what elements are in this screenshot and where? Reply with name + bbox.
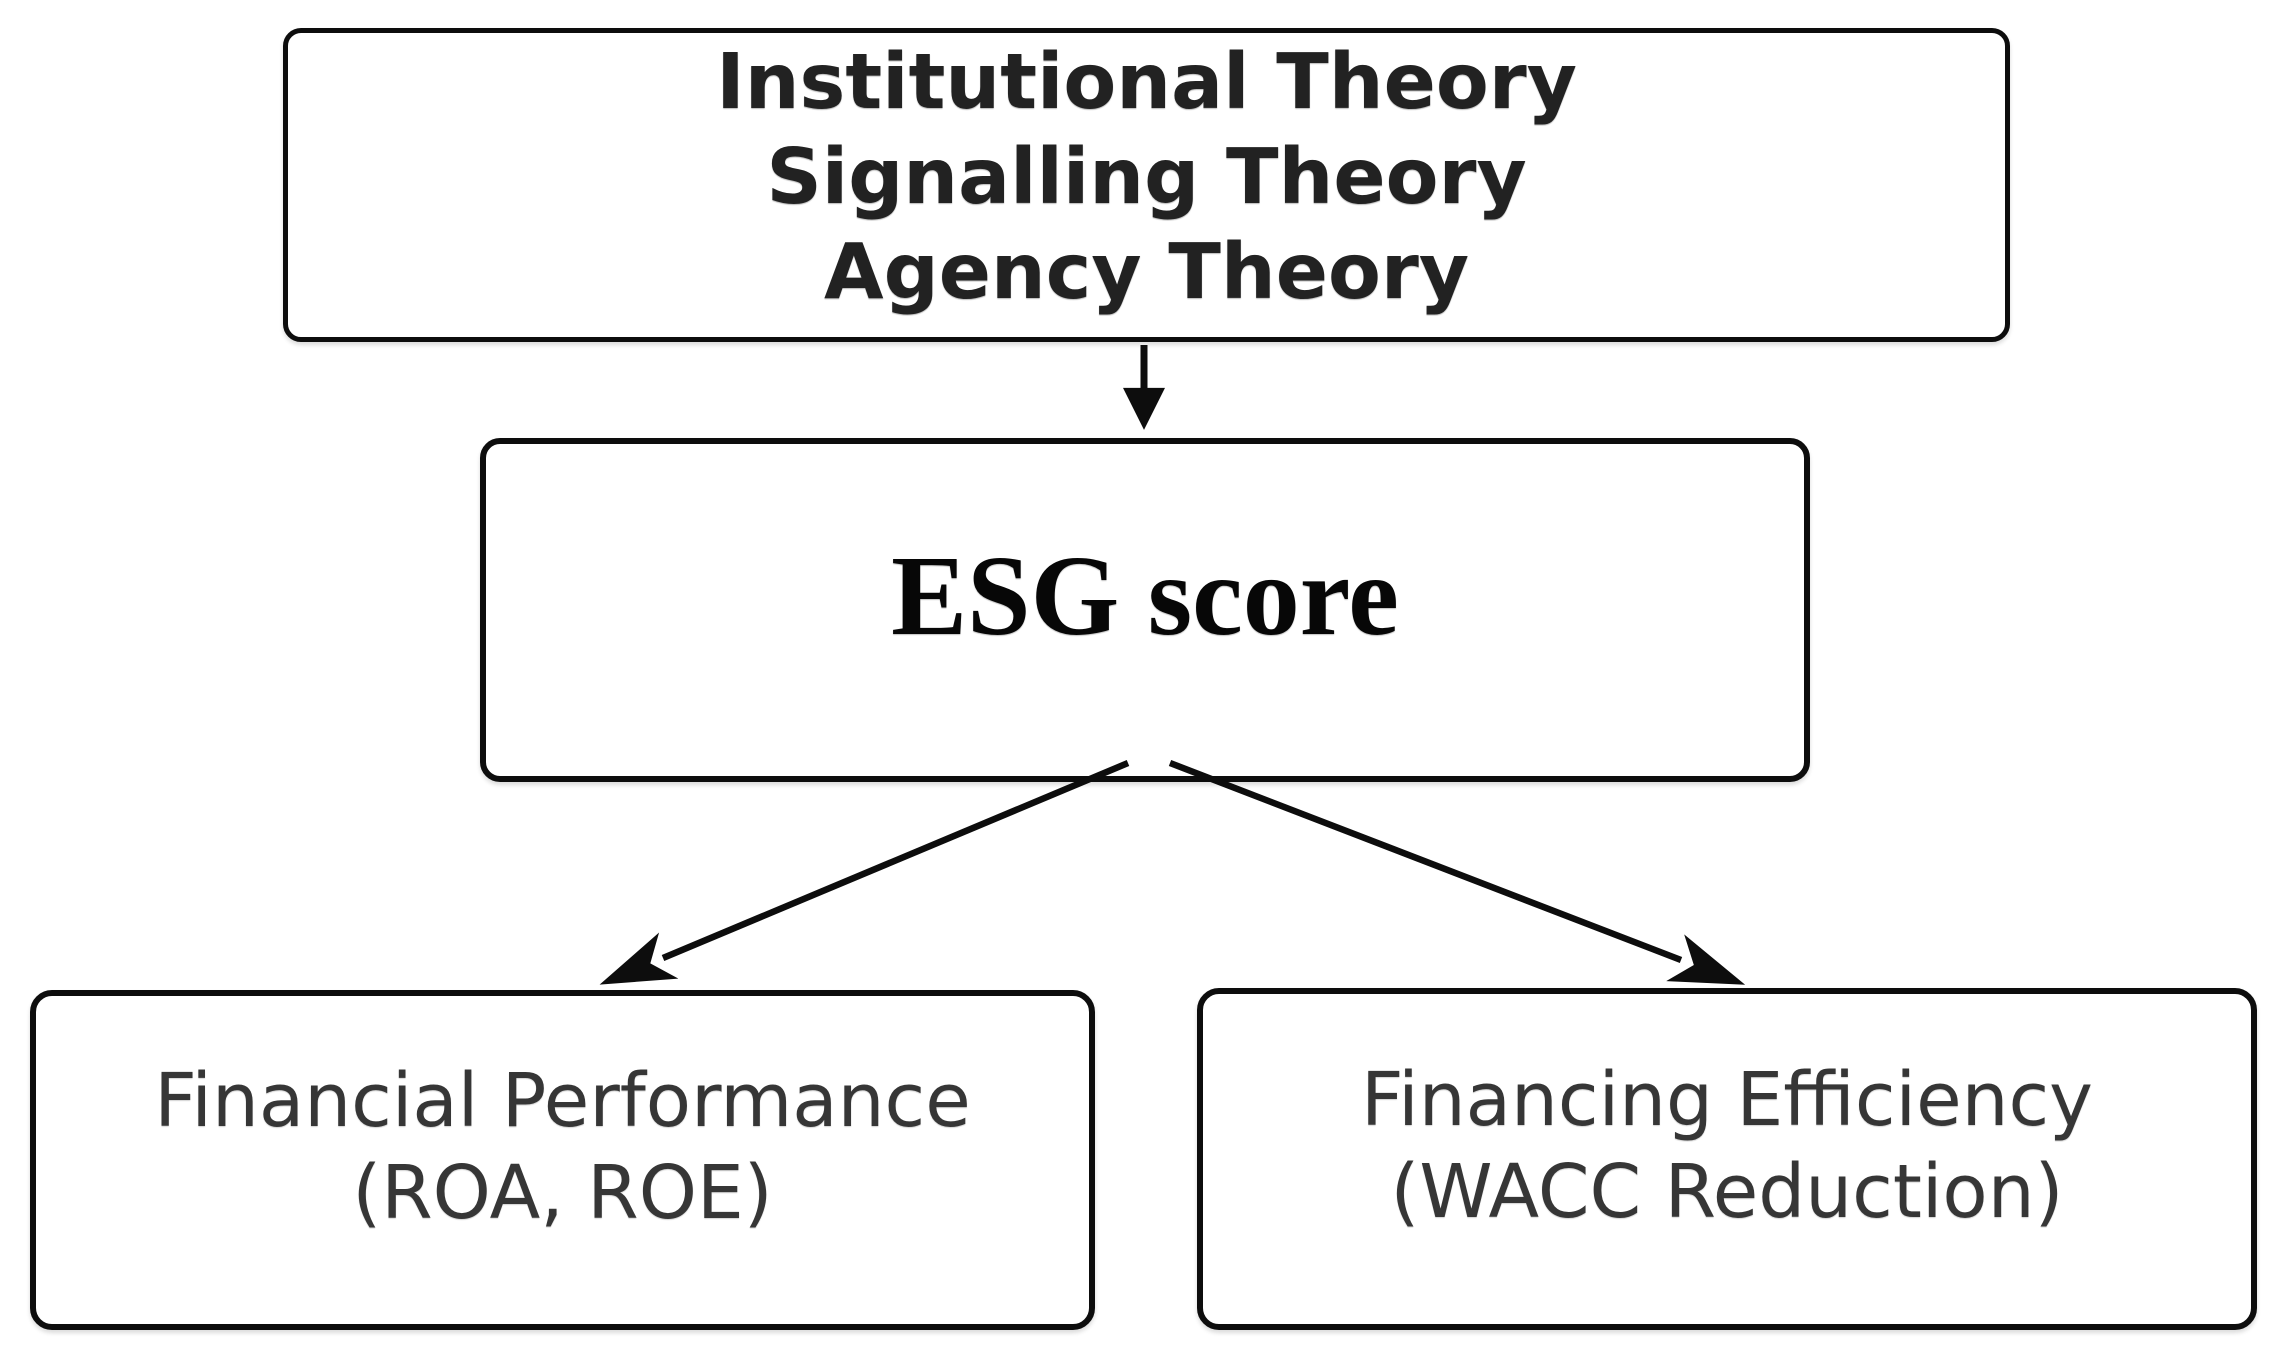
arrow-esg-to-financial-performance xyxy=(599,760,1130,985)
theories-line-2: Signalling Theory xyxy=(766,133,1527,222)
financing-efficiency-line-2: (WACC Reduction) xyxy=(1390,1149,2064,1235)
node-financing-efficiency: Financing Efficiency (WACC Reduction) xyxy=(1197,988,2257,1330)
theories-line-3: Agency Theory xyxy=(823,228,1470,317)
financing-efficiency-line-1: Financing Efficiency xyxy=(1361,1057,2093,1143)
node-esg-score: ESG score xyxy=(480,438,1810,782)
node-financial-performance: Financial Performance (ROA, ROE) xyxy=(30,990,1095,1330)
esg-score-label: ESG score xyxy=(891,532,1399,659)
financial-performance-line-1: Financial Performance xyxy=(154,1058,971,1144)
node-theories: Institutional Theory Signalling Theory A… xyxy=(283,28,2010,342)
financial-performance-line-2: (ROA, ROE) xyxy=(352,1150,773,1236)
arrow-esg-to-financing-efficiency xyxy=(1168,759,1746,985)
theories-line-1: Institutional Theory xyxy=(716,38,1577,127)
